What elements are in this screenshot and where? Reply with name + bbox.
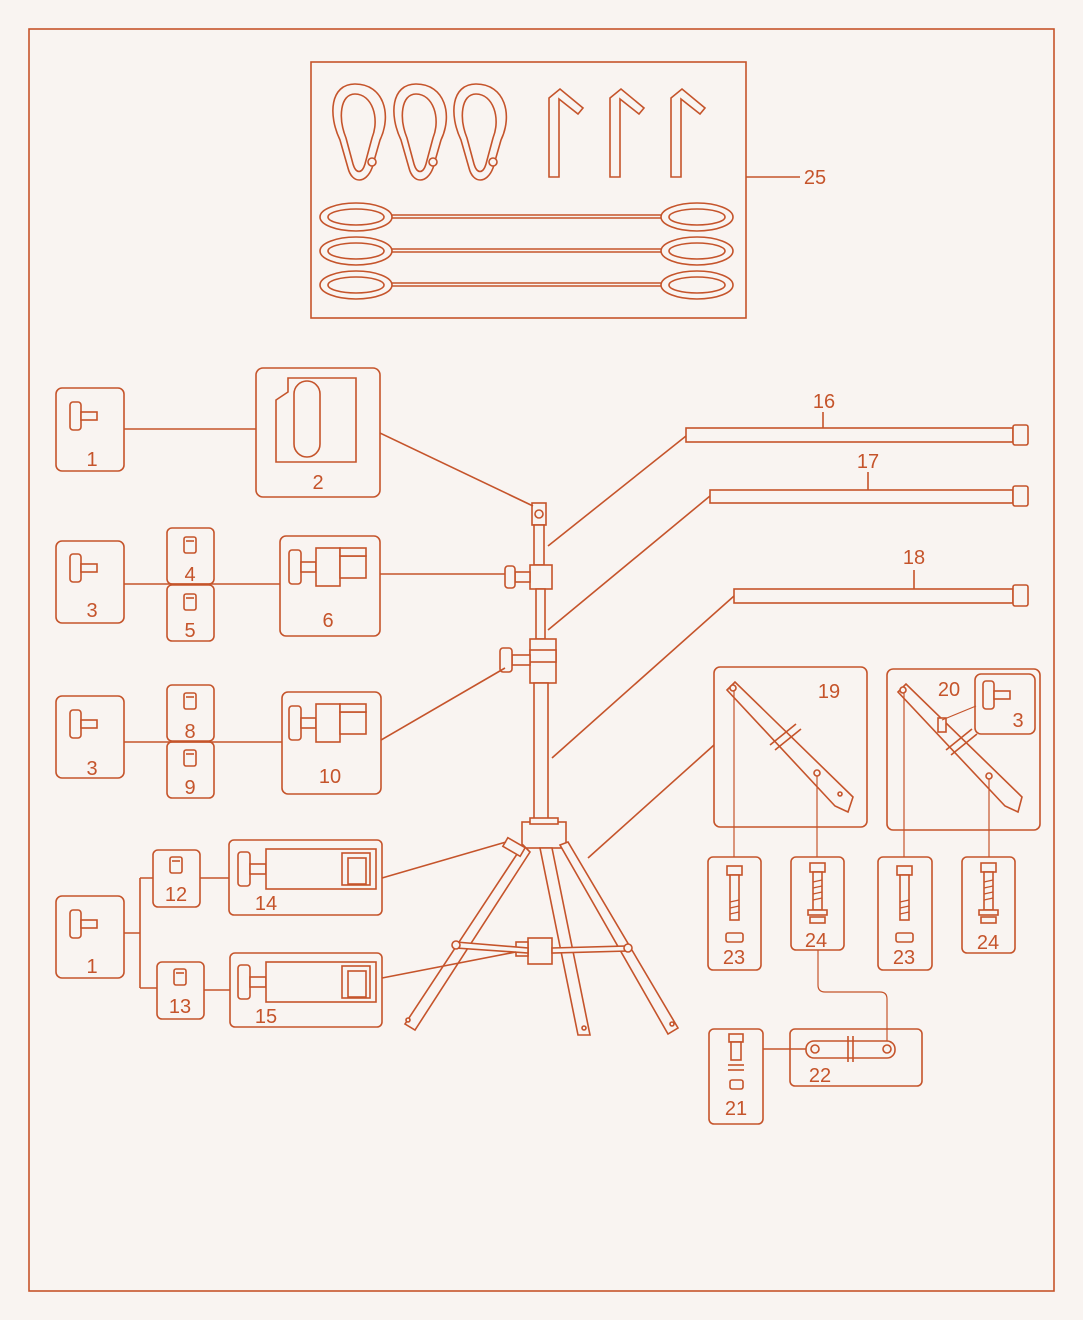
callout-23-right: 23: [893, 947, 915, 969]
part-3-row2: 3: [55, 695, 125, 780]
rod-17: 17: [547, 451, 1029, 631]
callout-9: 9: [184, 777, 195, 799]
callout-14: 14: [255, 893, 277, 915]
callout-18: 18: [903, 547, 925, 569]
callout-4: 4: [184, 564, 195, 586]
part-1-bottom: 1: [55, 895, 125, 979]
part-22-link: 22: [789, 1028, 923, 1087]
part-9: 9: [166, 741, 215, 799]
callout-23-left: 23: [723, 947, 745, 969]
callout-25: 25: [804, 167, 826, 189]
callout-10: 10: [319, 766, 341, 788]
callout-16: 16: [813, 391, 835, 413]
callout-8: 8: [184, 721, 195, 743]
page-frame: [28, 28, 1055, 1292]
rod-18: 18: [551, 547, 1029, 759]
part-12: 12: [152, 849, 201, 908]
part-4: 4: [166, 527, 215, 586]
callout-15: 15: [255, 1006, 277, 1028]
callout-17: 17: [857, 451, 879, 473]
part-23-left: 23: [707, 856, 762, 971]
callout-1-bottom: 1: [86, 956, 97, 978]
callout-13: 13: [169, 996, 191, 1018]
callout-12: 12: [165, 884, 187, 906]
callout-6: 6: [322, 610, 333, 632]
callout-21: 21: [725, 1098, 747, 1120]
part-2-plate: 2: [255, 367, 381, 498]
part-3-row1: 3: [55, 540, 125, 624]
callout-24-left: 24: [805, 930, 827, 952]
callout-1-top: 1: [86, 449, 97, 471]
part-23-right: 23: [877, 856, 933, 971]
part-14-sleeve: 14: [228, 839, 383, 916]
callout-2: 2: [312, 472, 323, 494]
part-6-clamp: 6: [279, 535, 381, 637]
part-20-arm: 20 3: [886, 668, 1041, 831]
part-10-clamp: 10: [281, 691, 382, 795]
part-1-top: 1: [55, 387, 125, 472]
callout-19: 19: [818, 681, 840, 703]
callout-3-row1: 3: [86, 600, 97, 622]
part-24-right: 24: [961, 856, 1016, 954]
part-24-left: 24: [790, 856, 845, 952]
part-5: 5: [166, 584, 215, 642]
callout-5: 5: [184, 620, 195, 642]
tripod-stand: [403, 502, 680, 1036]
part-15-sleeve: 15: [229, 952, 383, 1028]
part-19-arm: 19: [587, 666, 868, 859]
accessory-kit-25: 25: [310, 61, 826, 319]
callout-3-row2: 3: [86, 758, 97, 780]
rod-16: 16: [547, 391, 1029, 547]
callout-22: 22: [809, 1065, 831, 1087]
part-8: 8: [166, 684, 215, 743]
part-13: 13: [156, 961, 205, 1020]
callout-20: 20: [938, 679, 960, 701]
callout-3-inset: 3: [1012, 710, 1023, 732]
callout-24-right: 24: [977, 932, 999, 954]
part-21-bolt: 21: [708, 1028, 764, 1125]
